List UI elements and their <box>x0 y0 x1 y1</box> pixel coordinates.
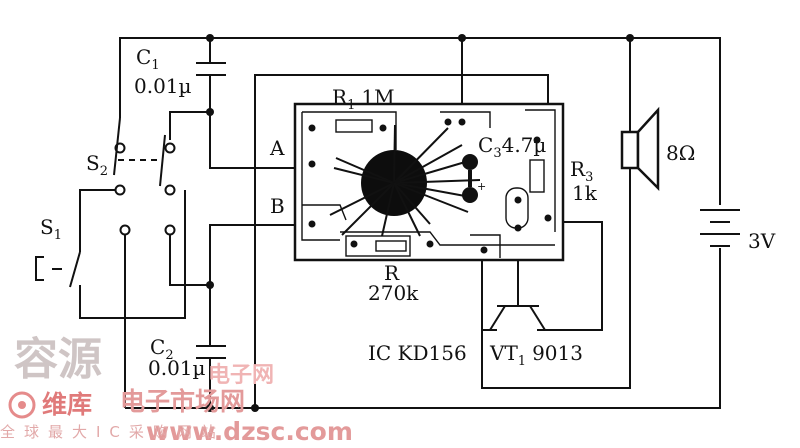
c2-value: 0.01µ <box>148 356 206 380</box>
speaker <box>620 106 660 192</box>
capacitor-c2 <box>196 345 226 359</box>
pin-a-label: A <box>269 136 285 160</box>
c1-value: 0.01µ <box>134 74 192 98</box>
watermark: 容源 电子网 维库 电子市场网 www.dzsc.com 全球最大IC采购网站 <box>0 334 353 446</box>
ic-board: + <box>293 102 565 262</box>
ic-label: IC KD156 <box>368 341 467 365</box>
r-value: 270k <box>368 281 419 305</box>
capacitor-c3: + <box>462 154 486 203</box>
c2-name: C2 <box>150 335 174 363</box>
switch-s2 <box>113 117 176 236</box>
junctions <box>206 34 634 412</box>
speaker-value: 8Ω <box>666 141 695 165</box>
c3-label: C34.7µ <box>478 133 546 161</box>
watermark-url: www.dzsc.com <box>146 417 353 444</box>
c1-name: C1 <box>136 45 160 73</box>
watermark-slogan: 全球最大IC采购网站 <box>0 423 225 441</box>
r-name: R <box>384 261 400 285</box>
watermark-site: 电子市场网 <box>120 387 245 416</box>
watermark-site-faded: 电子网 <box>208 363 274 388</box>
watermark-logo-icon <box>8 391 36 419</box>
r3-value: 1k <box>572 181 598 205</box>
battery-value: 3V <box>748 229 776 253</box>
battery <box>700 209 740 247</box>
capacitor-c1 <box>196 62 226 76</box>
transistor-vt1 <box>489 305 546 331</box>
watermark-logo-text: 容源 <box>14 334 102 385</box>
svg-text:+: + <box>477 180 486 193</box>
s1-name: S1 <box>40 215 62 243</box>
s2-name: S2 <box>86 151 108 179</box>
switch-s1 <box>35 251 81 288</box>
pin-b-label: B <box>270 194 285 218</box>
watermark-brand: 维库 <box>42 390 92 419</box>
r3-name: R3 <box>570 157 593 185</box>
